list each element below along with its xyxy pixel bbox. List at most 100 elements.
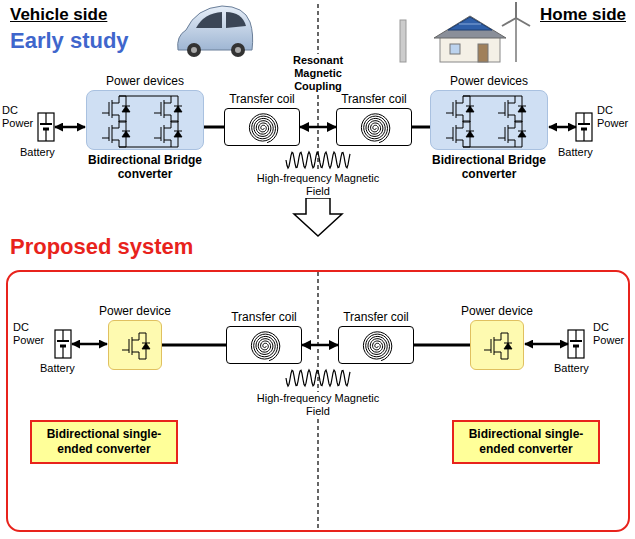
side-label: Vehicle side bbox=[10, 5, 107, 25]
stroke bbox=[164, 140, 171, 141]
stroke bbox=[505, 102, 506, 116]
stroke bbox=[484, 350, 491, 351]
stroke bbox=[154, 138, 161, 139]
stroke bbox=[578, 123, 590, 125]
field-label: High-frequency Magnetic Field bbox=[256, 172, 380, 198]
converter-label: Bidirectional single-ended converter bbox=[32, 422, 176, 462]
part-label: Transfer coil bbox=[341, 92, 407, 106]
stroke bbox=[466, 106, 474, 107]
stroke bbox=[119, 121, 120, 128]
stroke bbox=[164, 128, 171, 129]
diode-symbol bbox=[122, 106, 130, 112]
stroke bbox=[171, 121, 178, 122]
stroke bbox=[119, 140, 120, 147]
diode-symbol bbox=[466, 131, 474, 137]
stroke bbox=[515, 96, 522, 97]
mosfet-symbol bbox=[471, 321, 523, 369]
stroke bbox=[139, 333, 146, 334]
stroke bbox=[112, 140, 119, 141]
part-label: Transfer coil bbox=[231, 310, 297, 324]
stroke bbox=[122, 350, 129, 351]
stroke bbox=[515, 121, 522, 122]
stroke bbox=[453, 127, 454, 141]
battery-link bbox=[72, 343, 107, 346]
stroke bbox=[174, 131, 182, 132]
battery-symbol bbox=[576, 113, 592, 141]
stroke bbox=[174, 106, 182, 107]
connector bbox=[414, 344, 470, 347]
part-label: Power devices bbox=[106, 74, 184, 88]
mosfet-bridge bbox=[87, 91, 203, 149]
flow-arrow bbox=[294, 198, 342, 236]
connector bbox=[302, 344, 338, 347]
stroke bbox=[508, 103, 515, 104]
stroke bbox=[501, 359, 508, 360]
stroke bbox=[171, 121, 172, 128]
stroke bbox=[132, 340, 139, 341]
section-heading: Early study bbox=[10, 28, 129, 54]
stroke bbox=[583, 113, 584, 124]
coil-spiral bbox=[363, 332, 391, 361]
stroke bbox=[501, 333, 508, 334]
stroke bbox=[453, 102, 454, 116]
transfer-coil-box: Transfer coil bbox=[338, 326, 414, 364]
coil-spiral bbox=[249, 114, 277, 143]
stroke bbox=[515, 121, 516, 128]
stroke bbox=[463, 121, 464, 128]
stroke bbox=[171, 147, 178, 148]
stroke bbox=[45, 113, 46, 124]
stroke bbox=[501, 352, 502, 359]
part-label: Transfer coil bbox=[343, 310, 409, 324]
stroke bbox=[456, 103, 463, 104]
stroke bbox=[456, 128, 463, 129]
stroke bbox=[161, 127, 162, 141]
part-label: Transfer coil bbox=[229, 92, 295, 106]
stroke bbox=[62, 330, 63, 341]
stroke bbox=[570, 340, 582, 342]
battery-label: Battery bbox=[554, 362, 589, 375]
connector bbox=[300, 126, 336, 129]
field-label: High-frequency Magnetic Field bbox=[256, 392, 380, 418]
stroke bbox=[171, 140, 172, 147]
stroke bbox=[446, 138, 453, 139]
stroke bbox=[164, 103, 171, 104]
stroke bbox=[463, 140, 464, 147]
stroke bbox=[515, 147, 522, 148]
stroke bbox=[154, 113, 161, 114]
stroke bbox=[456, 140, 463, 141]
battery-link bbox=[55, 126, 85, 129]
coil-symbol bbox=[227, 327, 301, 363]
stroke bbox=[515, 96, 516, 103]
diode-symbol bbox=[174, 131, 182, 137]
converter-box: Bidirectional single-ended converter bbox=[452, 420, 600, 464]
stroke bbox=[119, 122, 126, 123]
part-label: Power device bbox=[99, 304, 171, 318]
stroke bbox=[491, 339, 492, 353]
stroke bbox=[508, 140, 515, 141]
stroke bbox=[575, 346, 576, 358]
converter-label: Bidirectional single-ended converter bbox=[454, 422, 598, 462]
car-illustration bbox=[178, 6, 253, 57]
battery-label: Battery bbox=[20, 146, 55, 159]
stroke bbox=[129, 339, 130, 353]
transfer-coil-box: Transfer coil bbox=[336, 108, 412, 146]
stroke bbox=[139, 359, 146, 360]
stroke bbox=[515, 122, 522, 123]
stroke bbox=[132, 352, 139, 353]
battery-label: DC Power bbox=[593, 321, 629, 347]
battery-link bbox=[525, 343, 568, 346]
bridge-converter-box: Power devicesBidirectional Bridge conver… bbox=[430, 90, 548, 150]
battery-label: DC Power bbox=[2, 104, 38, 130]
stroke bbox=[57, 340, 69, 342]
stroke bbox=[171, 96, 178, 97]
stroke bbox=[504, 343, 512, 344]
coil-symbol bbox=[337, 109, 411, 145]
part-label: Power devices bbox=[450, 74, 528, 88]
connector bbox=[162, 344, 226, 347]
mosfet-symbol bbox=[109, 321, 161, 369]
stroke bbox=[501, 333, 502, 340]
stroke bbox=[102, 138, 109, 139]
coil-spiral bbox=[251, 332, 279, 361]
stroke bbox=[122, 131, 130, 132]
stroke bbox=[139, 352, 140, 359]
